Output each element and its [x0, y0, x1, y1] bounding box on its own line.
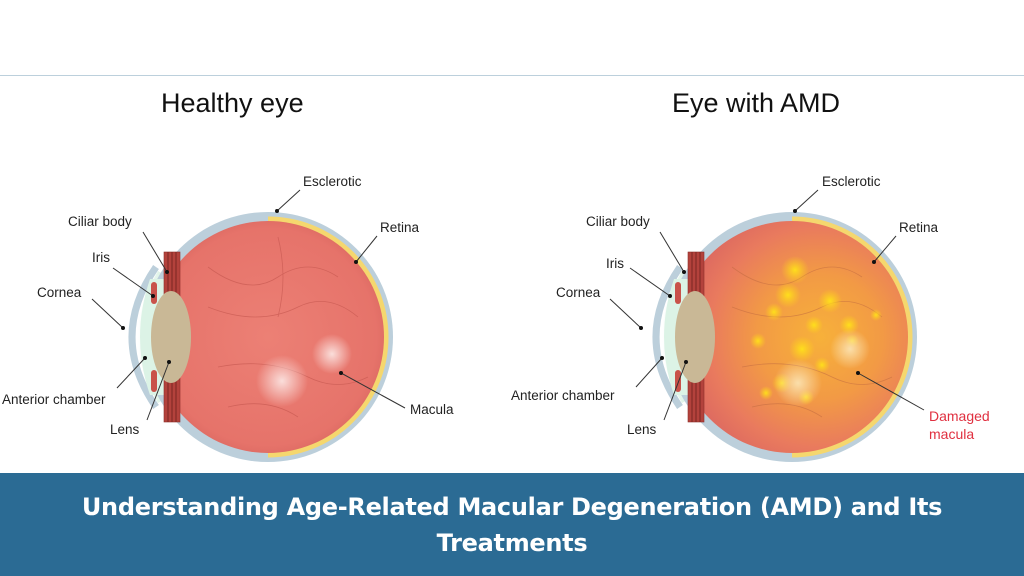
label-iris: Iris: [92, 250, 110, 265]
title-banner: Understanding Age-Related Macular Degene…: [0, 473, 1024, 576]
label-lens-amd: Lens: [627, 422, 657, 437]
label-cornea: Cornea: [37, 285, 82, 300]
healthy-eye-labels: Esclerotic Retina Ciliar body Iris Corne…: [2, 174, 454, 437]
label-anterior-chamber: Anterior chamber: [2, 392, 106, 407]
label-retina-amd: Retina: [899, 220, 939, 235]
amd-eye: [652, 212, 917, 462]
label-esclerotic: Esclerotic: [303, 174, 362, 189]
label-cornea-amd: Cornea: [556, 285, 601, 300]
label-anterior-chamber-amd: Anterior chamber: [511, 388, 615, 403]
amd-eye-labels: Esclerotic Retina Ciliar body Iris Corne…: [511, 174, 990, 442]
label-ciliar-body: Ciliar body: [68, 214, 132, 229]
healthy-eye-title: Healthy eye: [161, 88, 304, 118]
label-macula: Macula: [410, 402, 454, 417]
banner-title: Understanding Age-Related Macular Degene…: [81, 492, 943, 557]
healthy-eye: [128, 212, 393, 462]
label-retina: Retina: [380, 220, 420, 235]
label-esclerotic-amd: Esclerotic: [822, 174, 881, 189]
label-damaged-macula-line2: macula: [929, 426, 974, 442]
label-damaged-macula-line1: Damaged: [929, 408, 990, 424]
amd-eye-title: Eye with AMD: [672, 88, 841, 118]
label-lens: Lens: [110, 422, 140, 437]
eye-diagrams: Esclerotic Retina Ciliar body Iris Corne…: [2, 174, 990, 462]
top-divider: [0, 75, 1024, 76]
label-ciliar-body-amd: Ciliar body: [586, 214, 650, 229]
label-iris-amd: Iris: [606, 256, 624, 271]
